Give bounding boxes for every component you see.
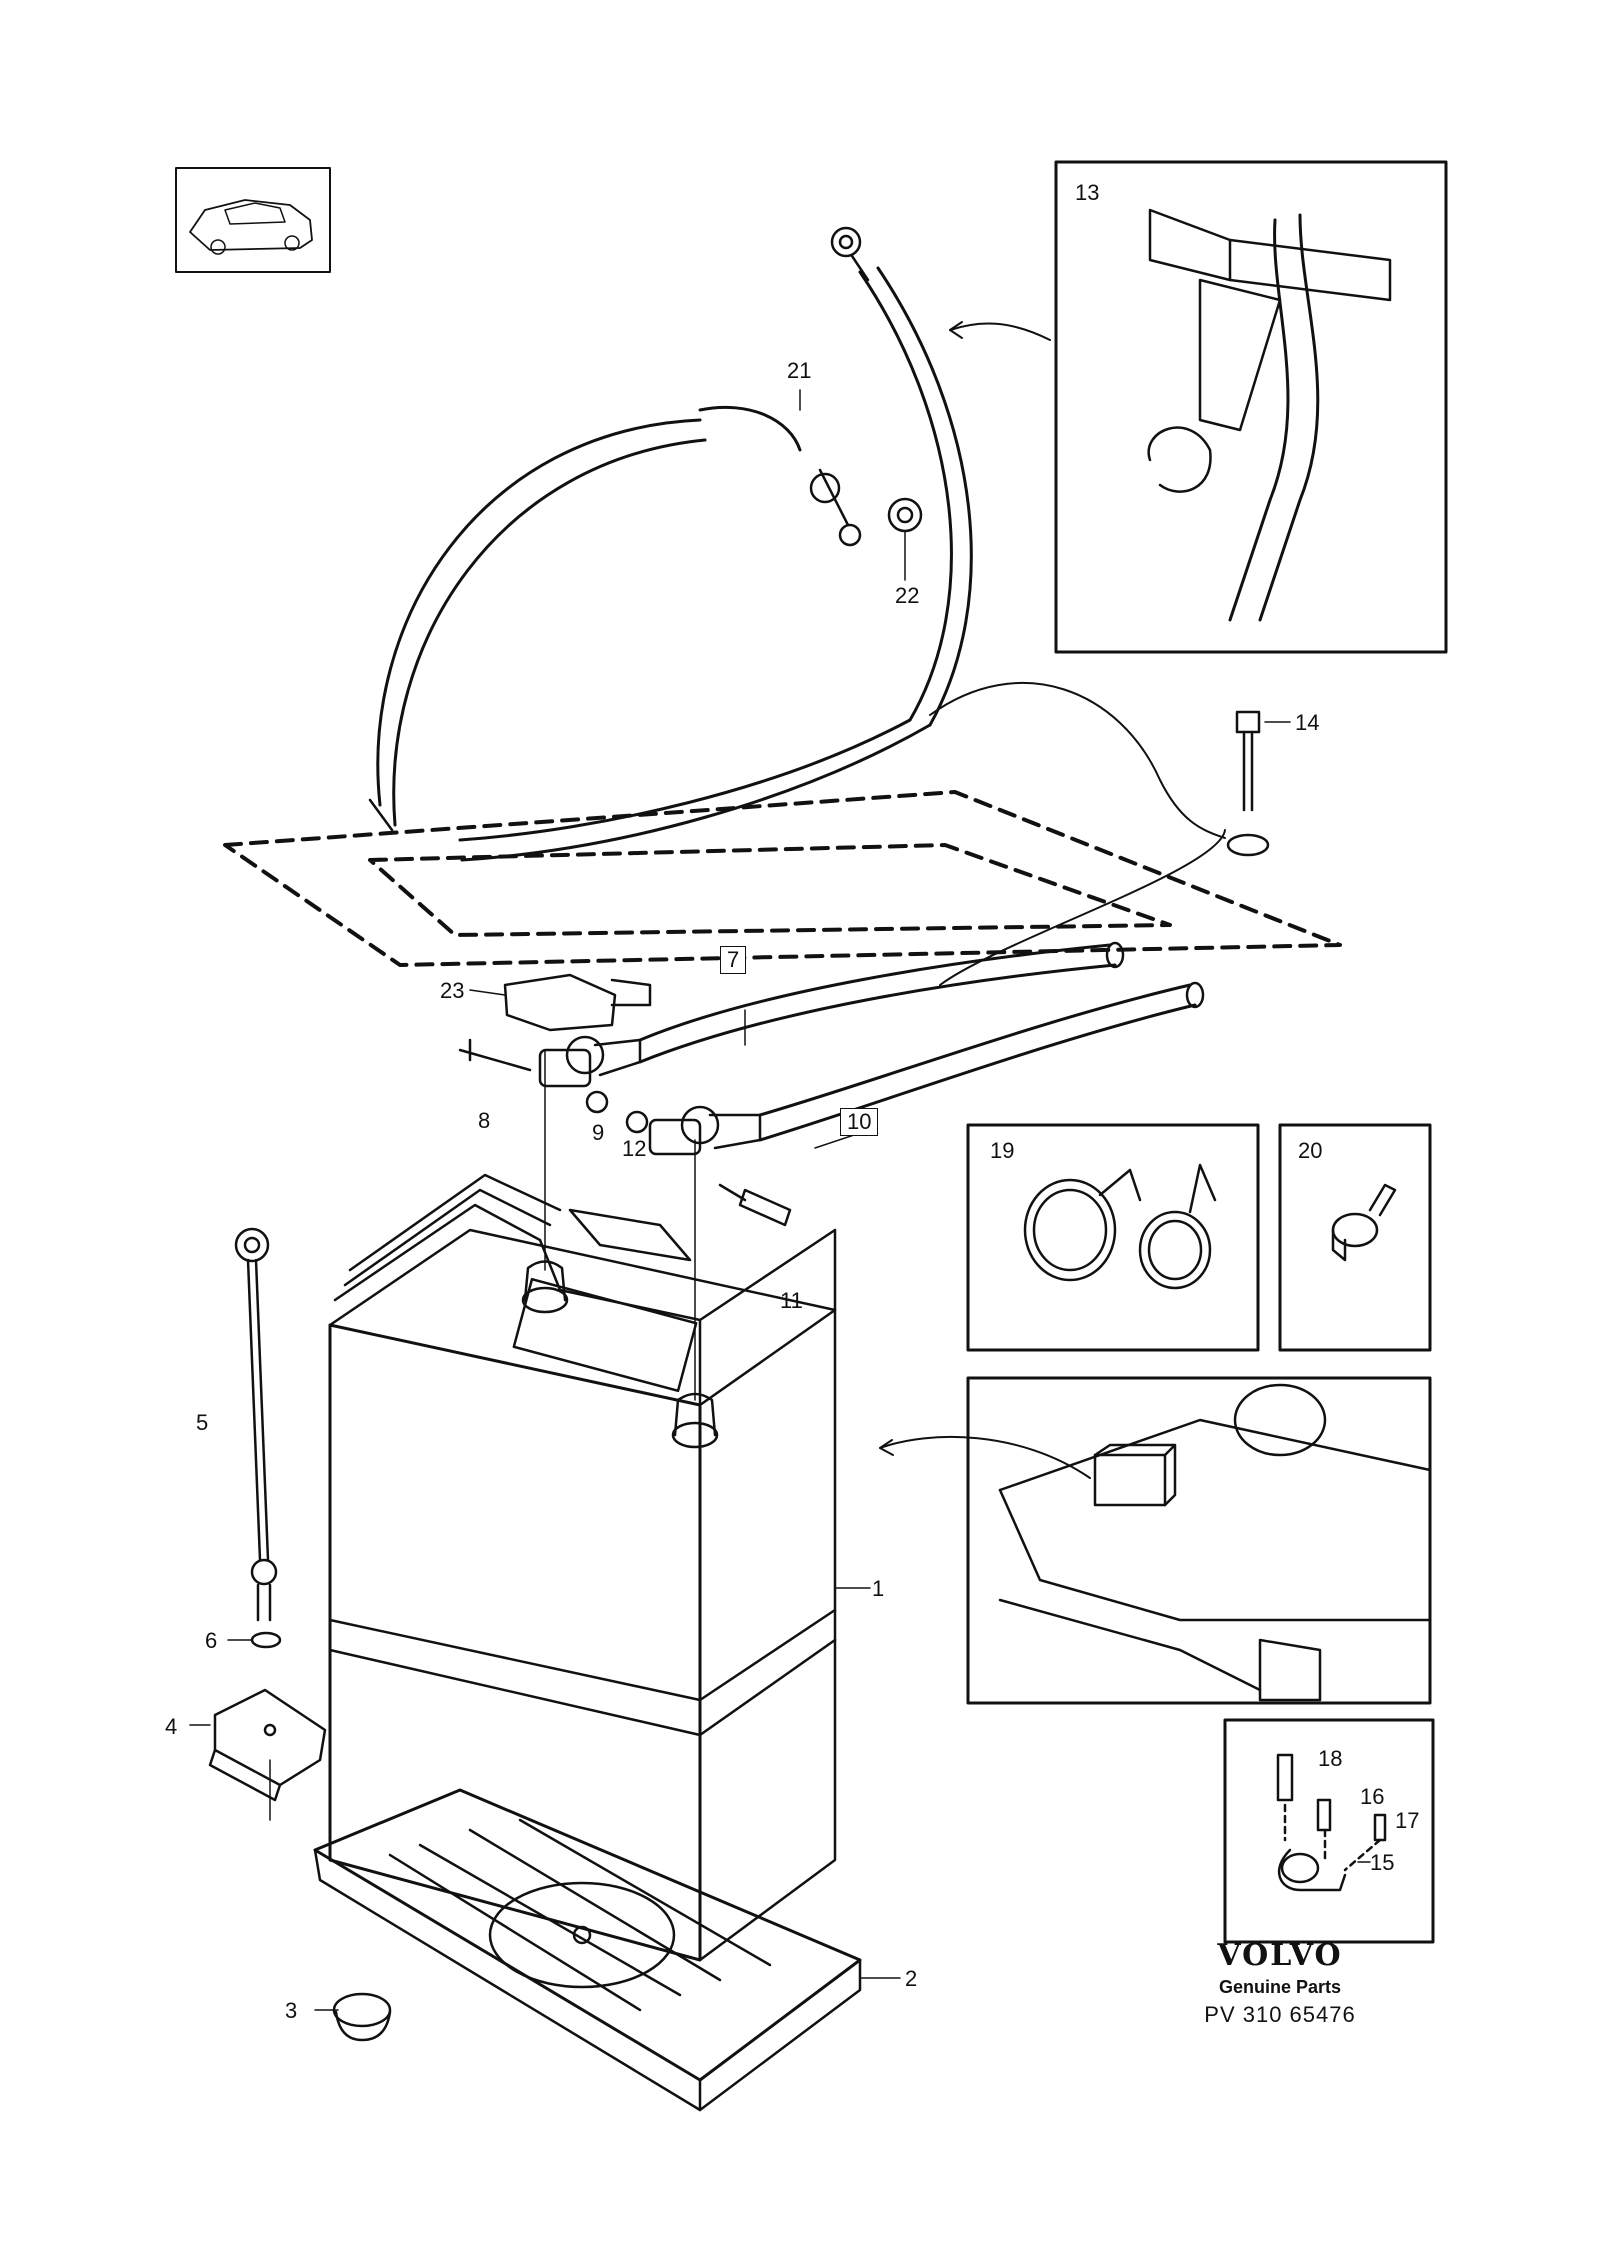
inset-19-ties	[966, 1123, 1260, 1352]
label-23: 23	[440, 978, 465, 1003]
positive-cable-21	[368, 405, 923, 832]
label-7: 7	[720, 946, 747, 974]
label-2: 2	[905, 1966, 918, 1991]
thin-ground-wire	[929, 681, 1270, 986]
ground-cable	[458, 226, 973, 862]
label-9: 9	[592, 1120, 605, 1145]
label-20: 20	[1298, 1138, 1323, 1163]
label-3: 3	[285, 1998, 298, 2023]
label-17: 17	[1395, 1808, 1420, 1833]
label-1: 1	[872, 1576, 885, 1601]
washer-6	[250, 1631, 282, 1649]
brand-subtitle: Genuine Parts	[1218, 1977, 1342, 1997]
label-5: 5	[196, 1410, 209, 1435]
inset-13-arrow	[949, 322, 1051, 341]
label-14: 14	[1295, 710, 1320, 735]
battery-compartment-outline	[223, 790, 1342, 967]
plug-3	[332, 1992, 392, 2042]
label-12: 12	[622, 1136, 647, 1161]
inset-20-clamp	[1278, 1123, 1432, 1352]
label-16: 16	[1360, 1784, 1385, 1809]
label-4: 4	[165, 1714, 178, 1739]
inset-car-location	[966, 1376, 1432, 1705]
volvo-brand-block: VOLVO Genuine Parts PV 310 65476	[1180, 1938, 1380, 2028]
leader-lines	[189, 389, 1371, 2011]
label-15: 15	[1370, 1850, 1395, 1875]
hold-down-rod-5	[234, 1227, 278, 1622]
label-21: 21	[787, 358, 812, 383]
diagram-code: PV 310 65476	[1204, 2002, 1356, 2027]
inset-15-18-fasteners	[1223, 1718, 1435, 1944]
inset-13-clip	[1054, 160, 1448, 654]
label-18: 18	[1318, 1746, 1343, 1771]
label-11: 11	[780, 1288, 803, 1313]
label-6: 6	[205, 1628, 218, 1653]
terminal-cover-23	[503, 973, 652, 1032]
battery-cables	[638, 941, 1205, 1142]
label-8: 8	[478, 1108, 491, 1133]
label-19: 19	[990, 1138, 1015, 1163]
terminal-clamps	[458, 1035, 762, 1156]
screw-11	[718, 1183, 792, 1227]
label-22: 22	[895, 583, 920, 608]
label-13: 13	[1075, 180, 1100, 205]
inset-car-arrow	[879, 1435, 1091, 1479]
car-thumbnail	[175, 167, 331, 273]
battery-tray-2	[313, 1788, 862, 2112]
volvo-logo: VOLVO	[1217, 1938, 1343, 1973]
label-10: 10	[840, 1108, 879, 1136]
bracket-4	[208, 1688, 327, 1802]
battery-1	[328, 1049, 837, 1962]
